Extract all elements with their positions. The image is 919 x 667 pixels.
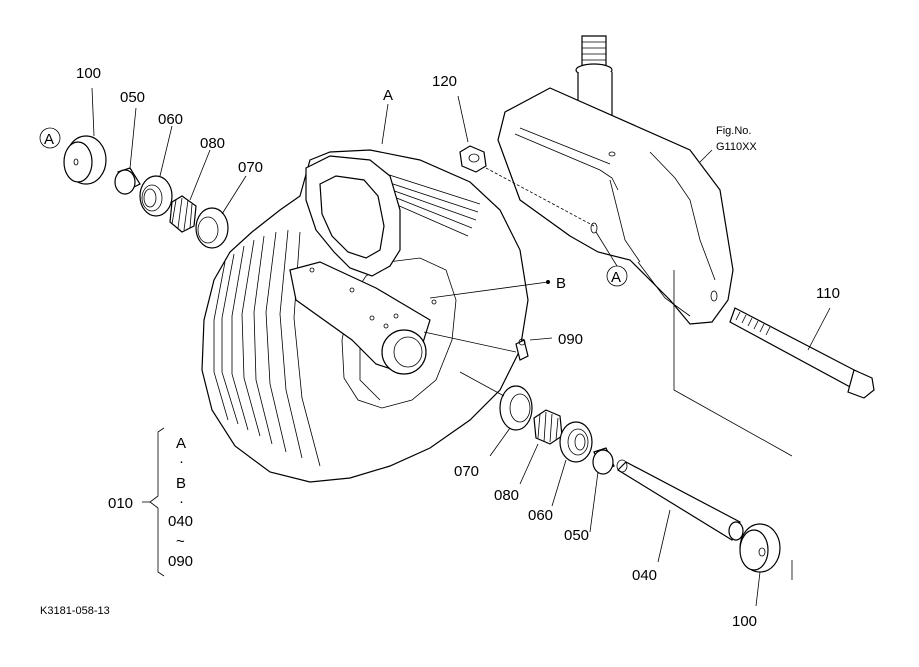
label-100-bottom: 100 — [732, 613, 757, 630]
label-b: B — [556, 275, 566, 292]
assembly-number: 010 — [108, 495, 133, 512]
grease-nipple-090 — [423, 331, 553, 361]
label-050-bottom: 050 — [564, 527, 589, 544]
fig-no-value: G110XX — [716, 141, 757, 153]
bushing-050-right — [589, 447, 615, 533]
label-060-top: 060 — [158, 111, 183, 128]
drawing-id: K3181-058-13 — [40, 605, 110, 617]
circle-a-left-label: A — [44, 131, 54, 148]
assembly-a: A — [176, 435, 186, 452]
label-080-top: 080 — [200, 135, 225, 152]
label-100-top: 100 — [76, 65, 101, 82]
label-a-top: A — [383, 87, 393, 104]
fig-no-label: Fig.No. — [716, 125, 751, 137]
washer-100-left — [63, 87, 107, 185]
bolt-110 — [729, 307, 875, 399]
bearing-cup-070-right — [459, 371, 533, 457]
label-120: 120 — [432, 73, 457, 90]
label-070-top: 070 — [238, 159, 263, 176]
assembly-dot-2: · — [179, 493, 184, 510]
bushing-050-left — [114, 107, 141, 195]
label-080-bottom: 080 — [494, 487, 519, 504]
label-060-bottom: 060 — [528, 507, 553, 524]
bearing-cup-070-left — [195, 175, 247, 249]
circle-a-mid-marker: A — [595, 231, 628, 287]
label-090: 090 — [558, 331, 583, 348]
nut-120 — [457, 95, 595, 227]
tire — [201, 103, 550, 483]
assembly-040: 040 — [168, 513, 193, 530]
assembly-bracket: 010 A · B · 040 ~ 090 — [108, 427, 193, 577]
label-070-bottom: 070 — [454, 463, 479, 480]
label-040: 040 — [632, 567, 657, 584]
circle-a-mid-label: A — [611, 269, 621, 286]
assembly-tilde: ~ — [176, 533, 185, 550]
label-110: 110 — [816, 285, 840, 302]
assembly-090: 090 — [168, 553, 193, 570]
assembly-b: B — [176, 475, 186, 492]
bearing-060-right — [551, 421, 593, 507]
caster-fork — [497, 35, 734, 325]
assembly-dot-1: · — [179, 453, 184, 470]
washer-100-right — [739, 523, 781, 607]
taper-bearing-080-left — [169, 149, 211, 233]
circle-a-left-marker: A — [39, 127, 61, 149]
axle-040 — [616, 270, 793, 580]
bearing-060-left — [139, 125, 173, 217]
label-050-top: 050 — [120, 89, 145, 106]
